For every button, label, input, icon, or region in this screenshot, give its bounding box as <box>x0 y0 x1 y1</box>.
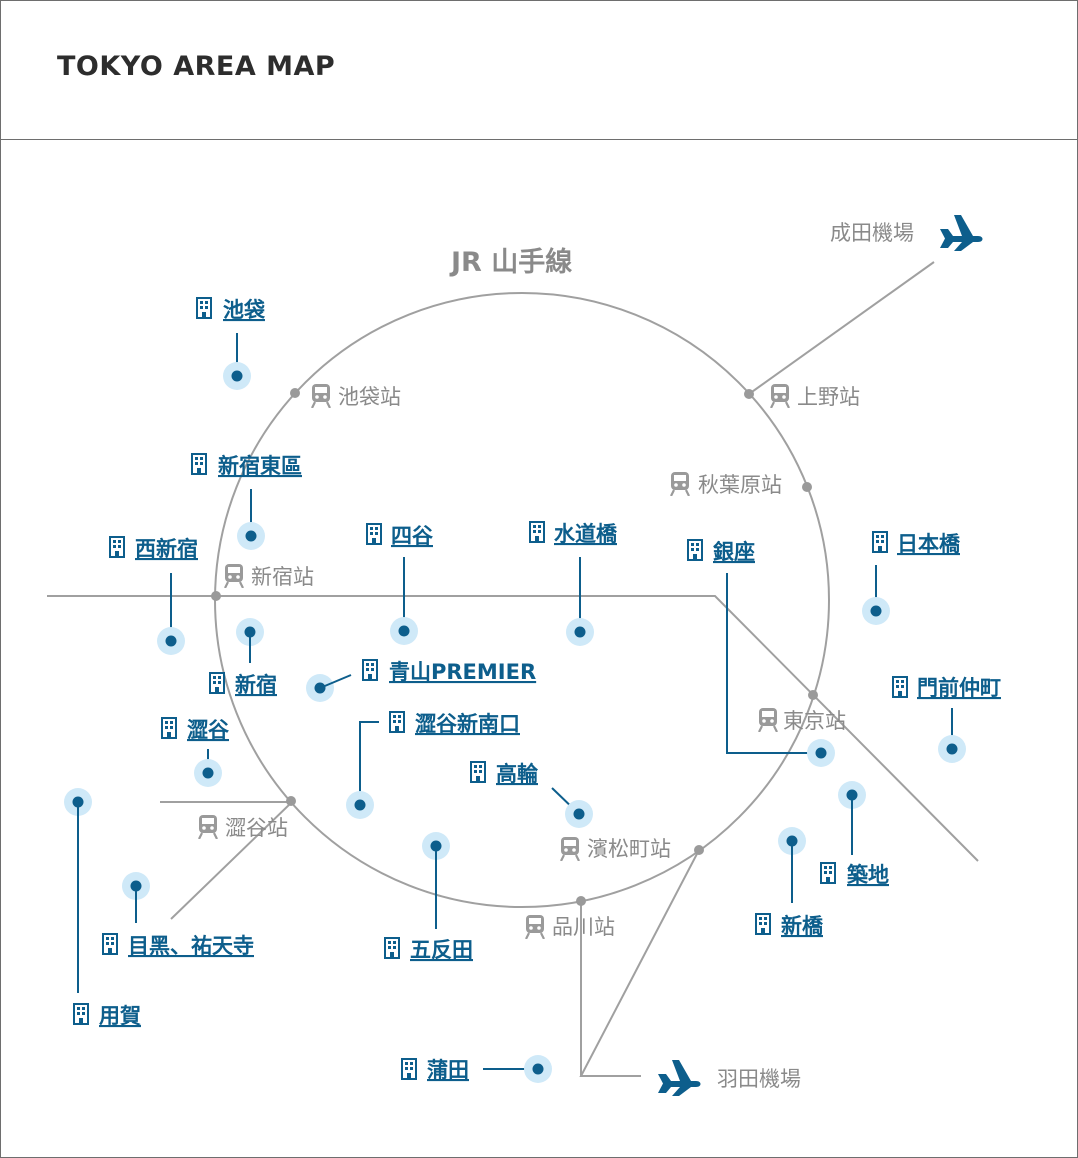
narita-line <box>748 261 935 395</box>
station-ikebukuro: 池袋站 <box>311 384 401 409</box>
building-icon <box>191 453 207 475</box>
building-icon <box>196 297 212 319</box>
building-icon <box>389 711 405 733</box>
train-icon <box>770 384 790 408</box>
svg-text:新橋: 新橋 <box>781 914 824 938</box>
hotel-meguro-yutenji[interactable]: 目黑、祐天寺 <box>102 872 254 958</box>
chuo-line <box>47 595 979 862</box>
train-icon <box>311 384 331 408</box>
train-icon <box>224 564 244 588</box>
svg-text:築地: 築地 <box>846 863 889 887</box>
svg-text:新宿: 新宿 <box>235 673 277 697</box>
hotel-yoga[interactable]: 用賀 <box>64 788 141 1028</box>
svg-text:成田機場: 成田機場 <box>830 221 914 245</box>
station-ueno: 上野站 <box>770 384 860 409</box>
svg-text:銀座: 銀座 <box>713 540 755 564</box>
svg-text:池袋: 池袋 <box>223 298 266 322</box>
svg-text:秋葉原站: 秋葉原站 <box>698 473 782 497</box>
building-icon <box>872 531 888 553</box>
airport-haneda: 羽田機場 <box>658 1060 801 1096</box>
building-icon <box>820 862 836 884</box>
svg-text:日本橋: 日本橋 <box>897 532 961 556</box>
station-shinagawa: 品川站 <box>525 915 615 939</box>
svg-text:五反田: 五反田 <box>410 938 473 962</box>
svg-text:濱松町站: 濱松町站 <box>587 837 671 861</box>
building-icon <box>529 521 545 543</box>
svg-text:新宿東區: 新宿東區 <box>218 454 302 478</box>
hotel-takanawa[interactable]: 高輪 <box>470 761 593 828</box>
hotel-suidobashi[interactable]: 水道橋 <box>529 521 618 646</box>
train-icon <box>198 815 218 839</box>
svg-text:門前仲町: 門前仲町 <box>917 676 1001 700</box>
hotel-shinbashi[interactable]: 新橋 <box>755 827 824 938</box>
svg-text:青山PREMIER: 青山PREMIER <box>389 660 536 684</box>
building-icon <box>892 676 908 698</box>
hotel-nishi-shinjuku[interactable]: 西新宿 <box>109 536 198 655</box>
svg-text:澀谷站: 澀谷站 <box>225 816 288 840</box>
building-icon <box>755 913 771 935</box>
building-icon <box>102 933 118 955</box>
svg-text:用賀: 用賀 <box>99 1004 141 1028</box>
station-dots <box>211 388 818 906</box>
train-icon <box>525 915 545 939</box>
hotel-gotanda[interactable]: 五反田 <box>384 832 473 962</box>
station-hamamatsucho: 濱松町站 <box>560 837 671 861</box>
train-icon <box>670 472 690 496</box>
building-icon <box>401 1058 417 1080</box>
hotel-aoyama-premier[interactable]: 青山PREMIER <box>306 659 536 702</box>
hotel-monzen-nakacho[interactable]: 門前仲町 <box>892 676 1001 763</box>
rail-lines <box>47 261 979 1077</box>
yamanote-line-label: JR 山手線 <box>449 246 572 278</box>
station-akihabara: 秋葉原站 <box>670 472 782 497</box>
airplane-icon <box>658 1060 701 1096</box>
svg-text:蒲田: 蒲田 <box>427 1058 469 1082</box>
building-icon <box>109 536 125 558</box>
train-icon <box>758 708 778 732</box>
building-icon <box>687 539 703 561</box>
svg-text:澀谷新南口: 澀谷新南口 <box>415 712 520 736</box>
hotel-kamata[interactable]: 蒲田 <box>401 1055 552 1083</box>
svg-text:水道橋: 水道橋 <box>554 522 618 546</box>
airplane-icon <box>940 215 983 251</box>
airport-narita: 成田機場 <box>830 215 983 251</box>
hotel-shinjuku-higashi[interactable]: 新宿東區 <box>191 453 302 550</box>
page-title: TOKYO AREA MAP <box>57 51 336 82</box>
svg-text:新宿站: 新宿站 <box>251 565 314 589</box>
building-icon <box>209 672 225 694</box>
building-icon <box>384 937 400 959</box>
svg-text:目黑、祐天寺: 目黑、祐天寺 <box>128 934 254 958</box>
hotel-shibuya-shin-minamiguchi[interactable]: 澀谷新南口 <box>346 711 520 819</box>
hotel-nihonbashi[interactable]: 日本橋 <box>862 531 961 625</box>
building-icon <box>362 659 378 681</box>
hotel-shibuya[interactable]: 澀谷 <box>161 717 230 787</box>
station-tokyo: 東京站 <box>758 708 846 733</box>
train-icon <box>560 837 580 861</box>
header: TOKYO AREA MAP <box>1 1 1077 140</box>
svg-text:四谷: 四谷 <box>391 524 434 548</box>
building-icon <box>366 523 382 545</box>
station-shinjuku: 新宿站 <box>224 564 314 589</box>
svg-text:羽田機場: 羽田機場 <box>717 1067 801 1091</box>
svg-text:東京站: 東京站 <box>783 709 846 733</box>
hotel-yotsuya[interactable]: 四谷 <box>366 523 434 645</box>
svg-text:品川站: 品川站 <box>552 915 615 939</box>
building-icon <box>470 761 486 783</box>
building-icon <box>161 717 177 739</box>
hotel-tsukiji[interactable]: 築地 <box>820 781 889 887</box>
building-icon <box>73 1003 89 1025</box>
svg-text:上野站: 上野站 <box>797 385 860 409</box>
hotel-ginza[interactable]: 銀座 <box>687 539 835 767</box>
svg-text:高輪: 高輪 <box>496 762 539 786</box>
hotel-shinjuku[interactable]: 新宿 <box>209 618 277 697</box>
station-shibuya: 澀谷站 <box>198 815 288 840</box>
svg-text:池袋站: 池袋站 <box>338 385 401 409</box>
yamanote-line <box>214 292 830 908</box>
svg-text:澀谷: 澀谷 <box>187 718 230 742</box>
svg-text:西新宿: 西新宿 <box>135 537 198 561</box>
hotel-ikebukuro[interactable]: 池袋 <box>196 297 266 390</box>
meguro-line <box>170 801 293 920</box>
